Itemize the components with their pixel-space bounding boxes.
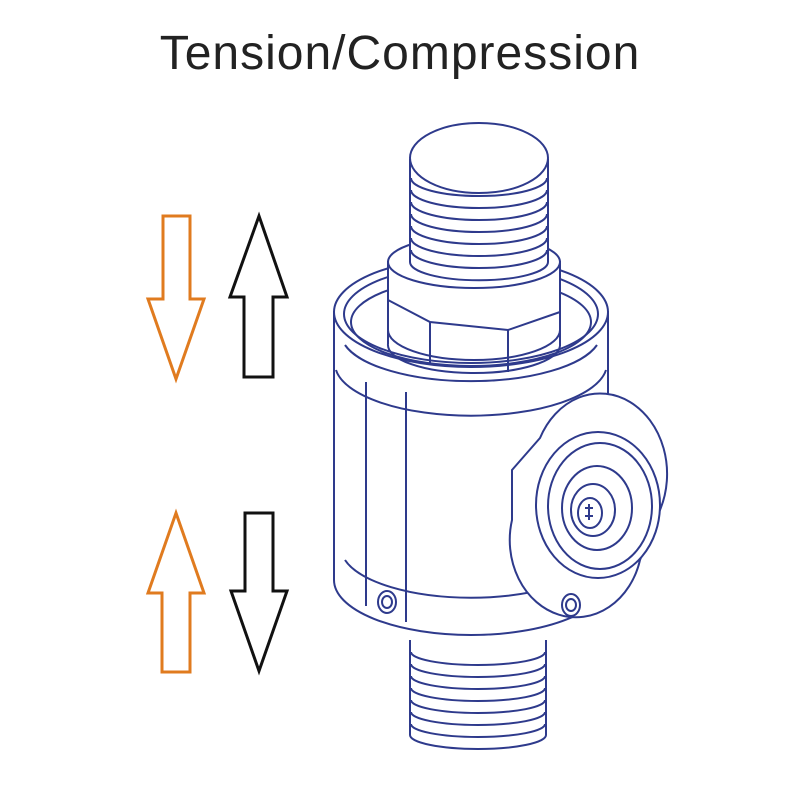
lower-left-arrow [145,508,207,674]
side-connector [508,392,669,619]
top-threaded-stud [409,122,549,282]
upper-right-arrow [227,211,290,379]
bottom-threaded-stud [409,640,547,750]
upper-left-arrow [145,214,207,384]
load-cell-sensor [333,122,669,750]
set-screws [377,590,581,617]
lower-right-arrow [228,511,290,676]
diagram-title: Tension/Compression [159,27,641,80]
